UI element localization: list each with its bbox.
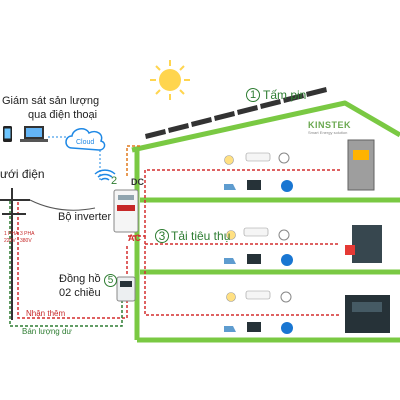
sell-wiring [9,200,123,327]
panel-number: 1 [246,88,260,102]
phase3-label-a: 3 PHA [20,231,35,237]
machine-icon [352,225,382,263]
monitor-label-line1: Giám sát sản lượng [2,95,100,107]
sell-label: Bán lượng dư [22,327,72,336]
floor-3-appliances [224,290,390,334]
meter-icon [116,276,136,302]
grid-label: ưới điện [0,167,45,181]
cloud-label: Cloud [76,139,95,146]
load-number: 3 [155,229,169,243]
load-label: Tải tiêu thụ [171,229,231,243]
cloud-icon [65,128,106,151]
tv-icon [247,180,261,190]
generator-icon [345,295,390,333]
monitor-label-line2: qua điện thoại [28,109,98,121]
iron-icon [224,258,236,264]
phase1-label-b: 220V [4,238,16,244]
power-lines [29,199,96,211]
dc-wiring [126,145,140,176]
wifi-icon [94,169,116,181]
dc-label: DC [131,177,144,187]
bulb-icon [224,155,234,165]
air-conditioner-icon [245,152,271,162]
sun-icon [150,60,190,100]
pump-icon [281,322,293,334]
meter-number: 5 [104,274,117,287]
house-outline [131,100,400,343]
meter-label-line2: 02 chiều [59,287,101,299]
phone-icon [3,126,12,142]
phase3-label-b: 380V [20,238,32,244]
receive-label: Nhận thêm [26,309,66,318]
brand-name: KINSTEK [308,120,352,130]
fan-icon [280,291,292,303]
pump-icon [281,180,293,192]
inverter-icon [113,189,139,233]
tv-icon [247,254,261,264]
solar-panel-icon [145,87,327,139]
laptop-icon [20,126,48,142]
machine-icon [347,139,375,191]
tv-icon [247,322,261,332]
bulb-icon [226,230,236,240]
air-conditioner-icon [245,290,271,300]
fan-icon [278,229,290,241]
bulb-icon [226,292,236,302]
ac-wiring [17,169,340,319]
air-conditioner-icon [243,227,269,237]
panel-label: Tấm pin [263,88,307,102]
power-pole-icon [0,188,30,320]
inverter-label: Bộ inverter [58,211,112,223]
iron-icon [224,326,236,332]
brand-logo: KINSTEK Smart Energy solution [308,120,351,135]
inverter-number: 2 [111,175,118,187]
floor-1-appliances [224,139,375,192]
phase1-label-a: 1 PHA [4,231,19,237]
ac-label: AC [128,233,141,243]
meter-label-line1: Đồng hồ [59,273,101,285]
brand-tagline: Smart Energy solution [308,130,348,135]
iron-icon [224,184,236,190]
floor-2-appliances [224,225,382,266]
fan-icon [278,152,290,164]
pump-icon [281,254,293,266]
